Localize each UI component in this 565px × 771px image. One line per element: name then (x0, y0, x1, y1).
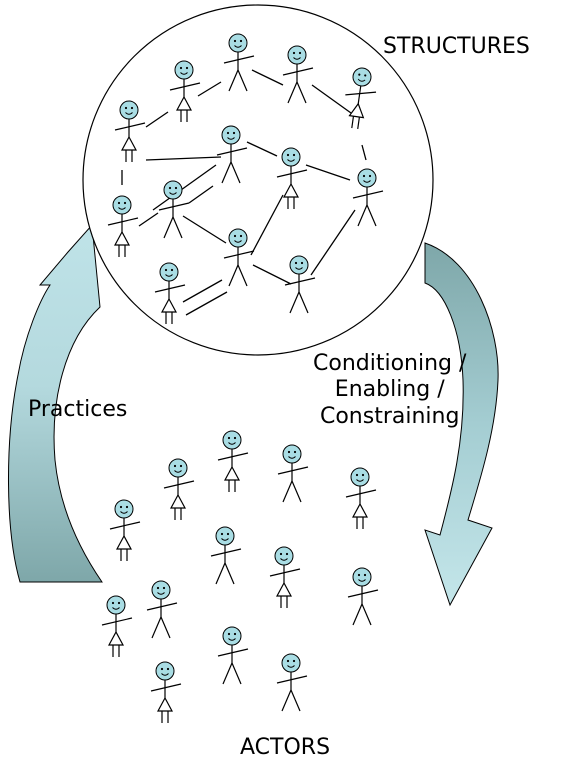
practices-arrow (7, 223, 103, 583)
conditioning-arrow (424, 242, 499, 607)
connection-line (182, 215, 227, 244)
male-figure-icon (210, 526, 242, 585)
male-figure-icon (282, 45, 314, 104)
male-figure-icon (217, 626, 249, 685)
conditioning-label: Conditioning / Enabling / Constraining (313, 351, 466, 430)
connection-line (246, 141, 278, 157)
connection-line (145, 156, 222, 161)
female-figure-icon (276, 147, 308, 209)
connection-line (197, 81, 222, 97)
male-figure-icon (223, 228, 255, 287)
connection-line (310, 209, 356, 276)
connection-line (250, 194, 284, 256)
male-figure-icon (223, 33, 255, 92)
connection-line (185, 291, 228, 316)
connection-line (251, 69, 284, 86)
male-figure-icon (158, 180, 190, 239)
connection-line (145, 111, 169, 128)
male-figure-icon (347, 567, 379, 626)
male-figure-icon (146, 580, 178, 639)
female-figure-icon (154, 262, 186, 324)
female-figure-icon (345, 67, 377, 129)
female-figure-icon (101, 595, 133, 657)
actors-label: ACTORS (240, 735, 331, 760)
male-figure-icon (276, 653, 308, 712)
conditioning-line-3: Constraining (319, 403, 460, 429)
male-figure-icon (216, 125, 248, 184)
female-figure-icon (109, 499, 141, 561)
conditioning-line-1: Conditioning / (313, 351, 467, 376)
connection-line (188, 185, 214, 204)
structures-circle (82, 4, 434, 356)
male-figure-icon (277, 444, 309, 503)
people-figures (101, 33, 384, 723)
male-figure-icon (284, 255, 316, 314)
conditioning-line-2: Enabling / (334, 377, 445, 403)
connection-line (361, 144, 367, 161)
connection-line (138, 212, 159, 227)
connection-line (305, 164, 351, 181)
female-figure-icon (169, 60, 201, 122)
structure-connections (121, 69, 367, 316)
female-figure-icon (163, 458, 195, 520)
female-figure-icon (345, 467, 377, 529)
female-figure-icon (114, 100, 146, 162)
female-figure-icon (269, 546, 301, 608)
male-figure-icon (352, 168, 384, 227)
connection-line (152, 164, 217, 211)
female-figure-icon (217, 430, 249, 492)
female-figure-icon (107, 195, 139, 257)
connection-line (252, 264, 292, 285)
connection-line (311, 84, 352, 114)
practices-label: Practices (28, 397, 128, 422)
connection-line (182, 279, 223, 303)
female-figure-icon (150, 661, 182, 723)
structures-label: STRUCTURES (383, 34, 530, 59)
